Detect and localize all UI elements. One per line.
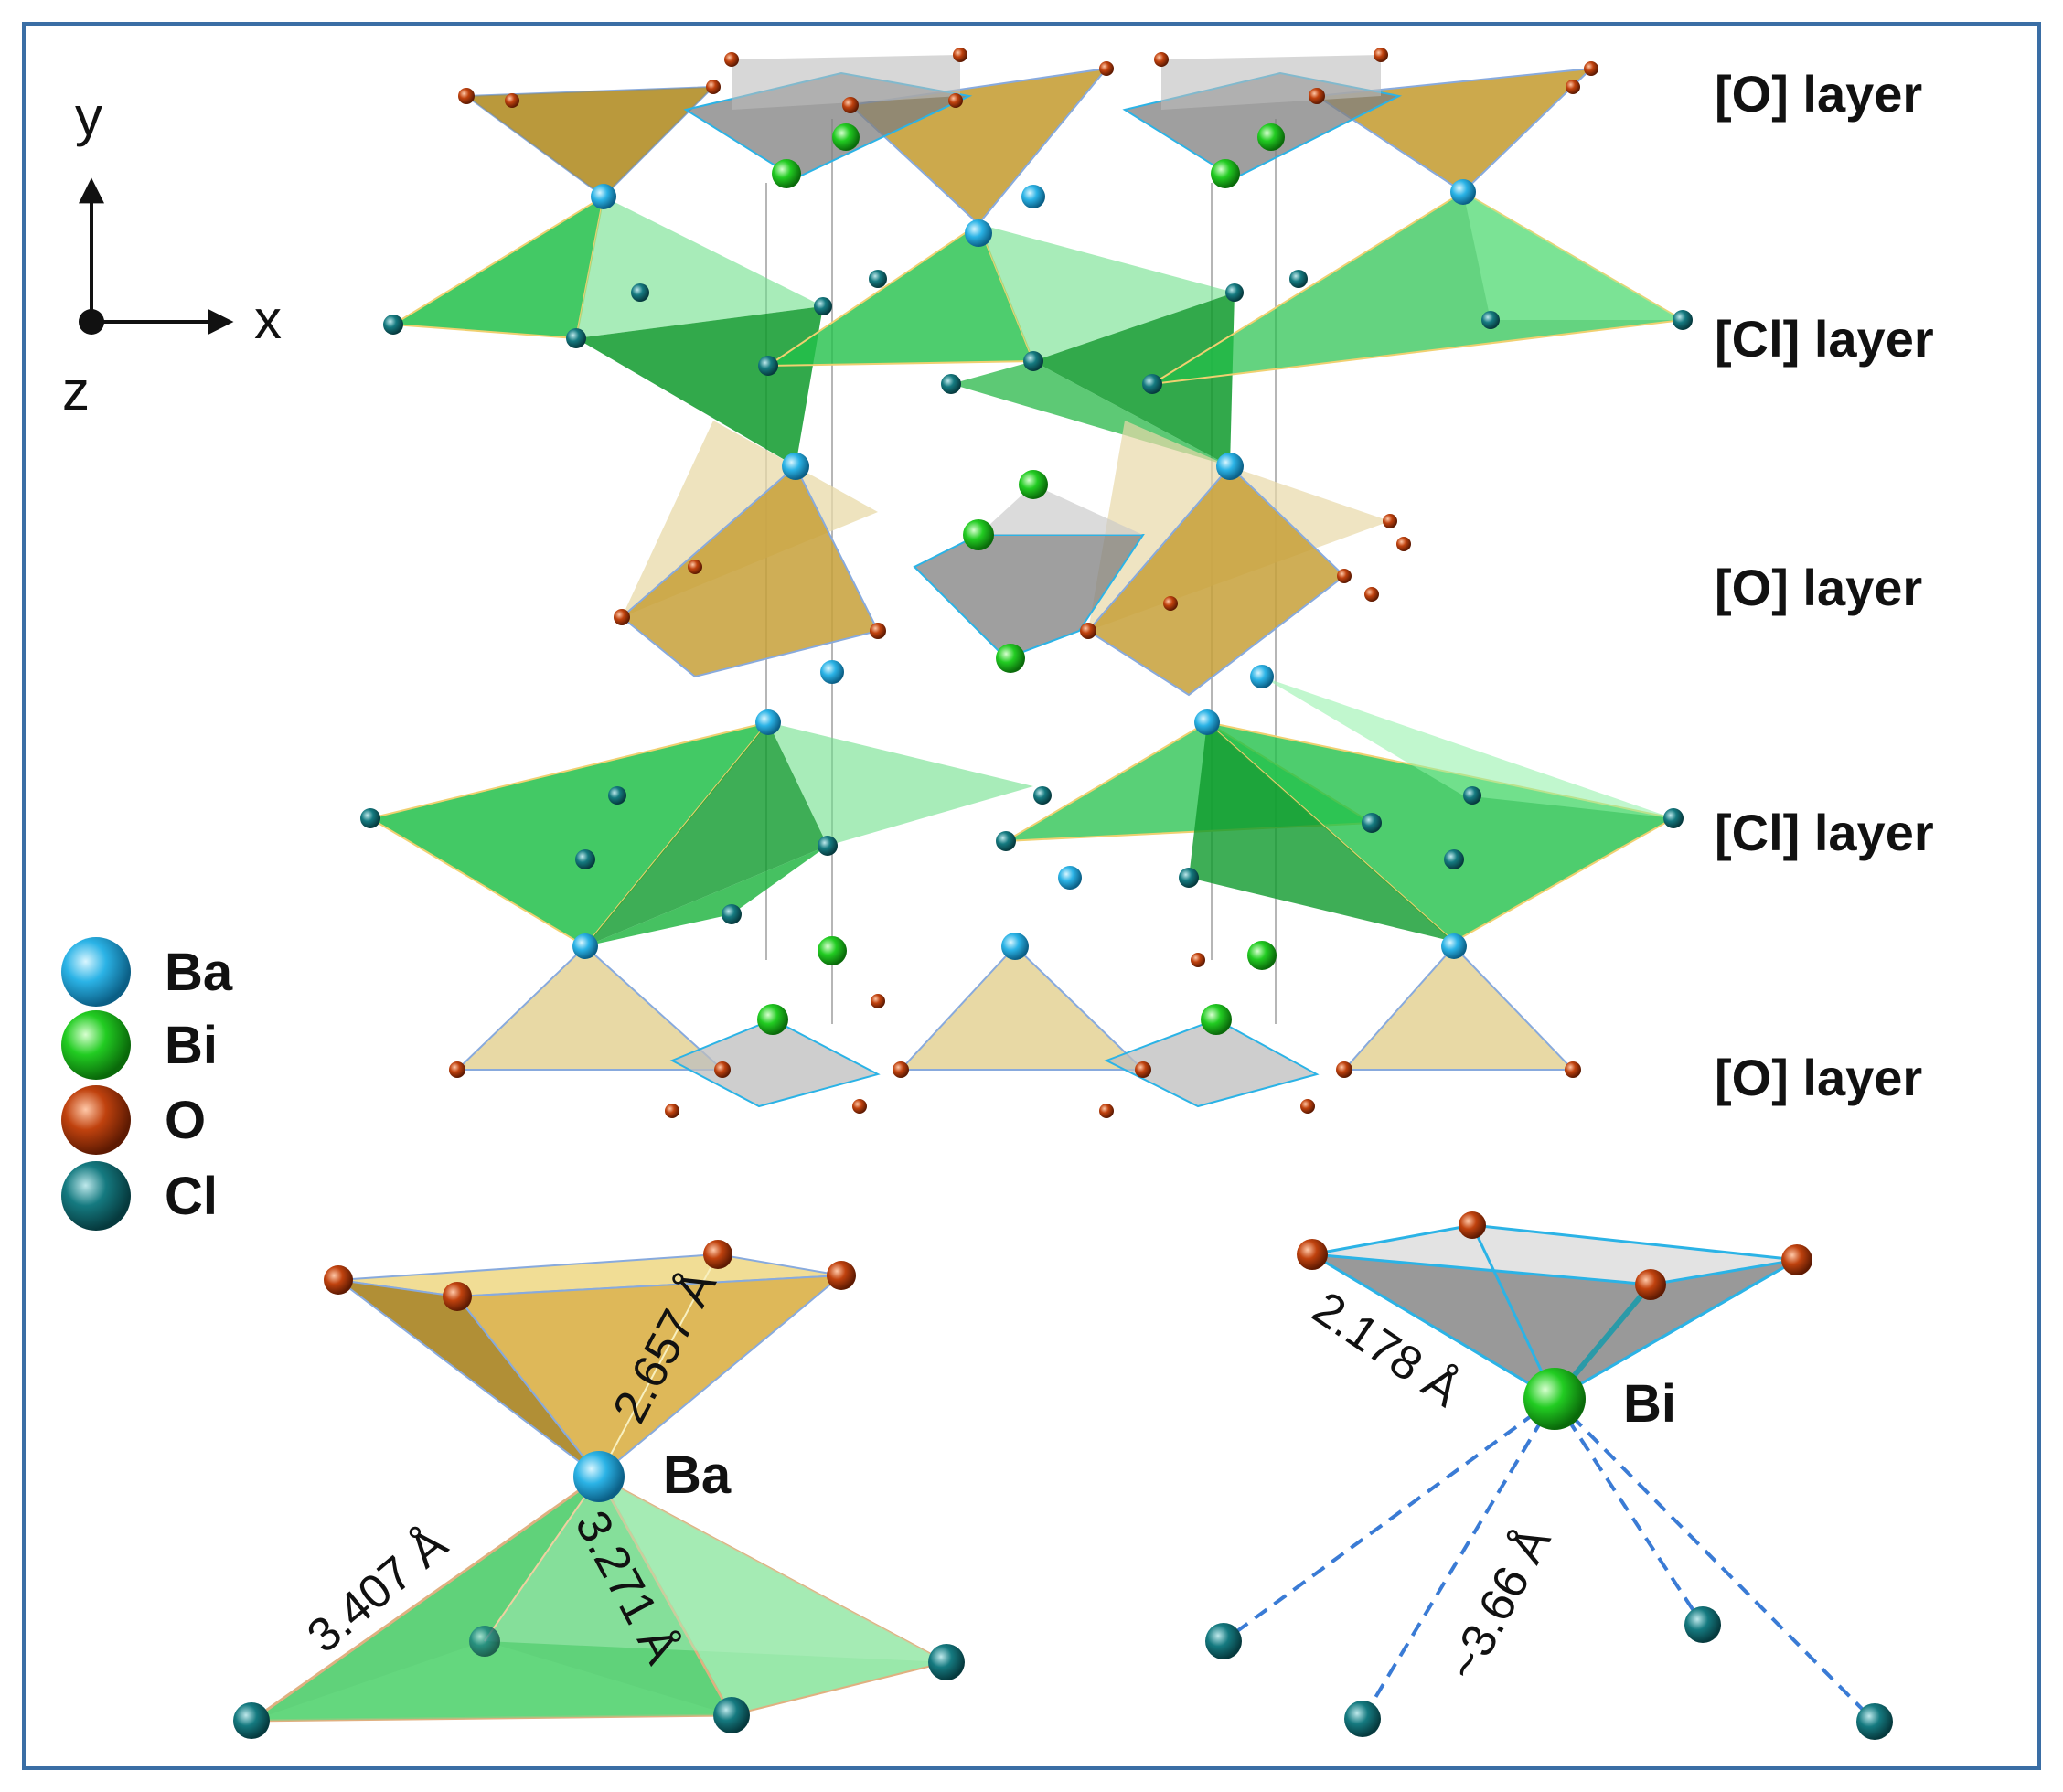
svg-text:Cl: Cl xyxy=(165,1167,218,1226)
cl-layer-top xyxy=(390,190,1686,466)
ba-coordination-detail: Ba 2.657 Å 3.407 Å 3.271 Å xyxy=(233,1240,965,1739)
bi-atoms xyxy=(757,123,1285,1035)
legend-item-cl: Cl xyxy=(61,1161,218,1231)
figure-frame xyxy=(22,22,2041,1770)
svg-text:Bi: Bi xyxy=(165,1016,218,1075)
axis-label-y: y xyxy=(75,86,102,147)
o-layer-middle xyxy=(620,421,1390,697)
bi-coordination-detail: Bi 2.178 Å ~3.66 Å xyxy=(1205,1211,1893,1740)
bi-cl-distance: ~3.66 Å xyxy=(1437,1519,1561,1690)
layer-label-o-top: [O] layer xyxy=(1715,65,1922,123)
layer-label-o-middle: [O] layer xyxy=(1715,559,1922,616)
axis-label-x: x xyxy=(254,289,282,350)
o-atoms xyxy=(449,48,1598,1118)
layer-label-o-bottom: [O] layer xyxy=(1715,1049,1922,1106)
axis-indicator: y x z xyxy=(62,86,282,421)
legend-item-bi: Bi xyxy=(61,1010,218,1080)
layer-label-cl-lower: [Cl] layer xyxy=(1715,804,1934,861)
o-layer-top xyxy=(464,55,1594,226)
ba-atoms xyxy=(572,179,1476,960)
o-layer-bottom xyxy=(454,944,1576,1108)
svg-text:Ba: Ba xyxy=(165,943,233,1002)
cl-atoms xyxy=(360,270,1693,924)
layer-label-cl-top: [Cl] layer xyxy=(1715,310,1934,368)
legend: Ba Bi O Cl xyxy=(61,937,233,1231)
svg-text:O: O xyxy=(165,1091,206,1150)
legend-item-ba: Ba xyxy=(61,937,233,1007)
axis-label-z: z xyxy=(62,360,90,421)
layer-labels: [O] layer [Cl] layer [O] layer [Cl] laye… xyxy=(1715,65,1934,1106)
bi-detail-atom-label: Bi xyxy=(1623,1374,1676,1434)
legend-item-o: O xyxy=(61,1085,206,1155)
crystal-structure xyxy=(360,48,1693,1118)
cl-layer-lower xyxy=(368,677,1676,948)
ba-detail-atom-label: Ba xyxy=(663,1445,732,1505)
